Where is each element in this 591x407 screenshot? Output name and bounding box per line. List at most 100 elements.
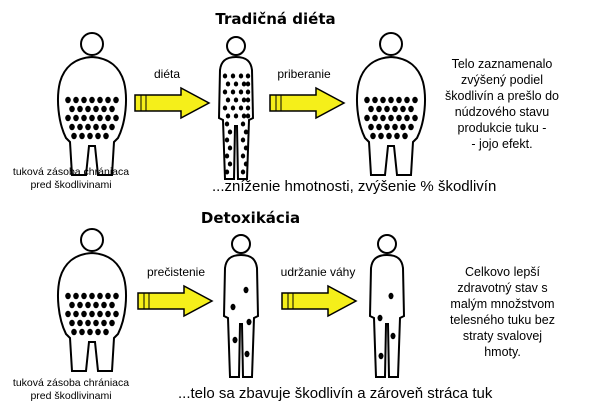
fat-dot [101, 105, 107, 113]
fat-dot [402, 132, 408, 140]
fat-dot [238, 89, 244, 95]
fat-dot [233, 97, 239, 103]
fat-dot [392, 123, 398, 131]
fat-dot [71, 132, 77, 140]
fat-dot [372, 114, 378, 122]
fat-dot [372, 96, 378, 104]
fat-dot [77, 319, 83, 327]
fat-dot [392, 105, 398, 113]
fat-dot [224, 121, 230, 127]
fat-dot [71, 328, 77, 336]
right-arrow-icon [134, 86, 211, 120]
fat-dot [230, 89, 236, 95]
fat-dot [230, 73, 236, 79]
fat-dot [227, 161, 233, 167]
fat-dot [408, 123, 414, 131]
fat-dot [243, 161, 249, 167]
fat-dot [238, 73, 244, 79]
fat-dot [87, 328, 93, 336]
fat-dot [364, 114, 370, 122]
fat-dot [101, 301, 107, 309]
fat-dot [85, 319, 91, 327]
fat-dot [230, 105, 236, 111]
fat-dot [404, 96, 410, 104]
thin-figure-icon [217, 36, 255, 180]
fat-dot [240, 121, 246, 127]
fat-dot [89, 114, 95, 122]
fat-dot [233, 81, 239, 87]
fat-dot [89, 96, 95, 104]
fat-dot [380, 114, 386, 122]
fat-dot [73, 292, 79, 300]
arrow-label-weight-maintenance: udržanie váhy [280, 265, 356, 279]
fat-dot [396, 96, 402, 104]
fat-dot [388, 114, 394, 122]
fat-dot [77, 105, 83, 113]
fat-dot [73, 96, 79, 104]
fat-dot [245, 105, 251, 111]
section2-title: Detoxikácia [200, 209, 301, 227]
fat-dot [368, 123, 374, 131]
arrow-label-cleansing: prečistenie [146, 265, 206, 279]
fat-dot [87, 132, 93, 140]
fat-dot [69, 123, 75, 131]
fat-dot [69, 105, 75, 113]
fat-dot [241, 113, 247, 119]
fat-dot [93, 105, 99, 113]
fat-dot [241, 97, 247, 103]
fat-dot [238, 105, 244, 111]
fat-dot [97, 310, 103, 318]
fat-dot [101, 319, 107, 327]
section1-summary: ...zníženie hmotnosti, zvýšenie % škodli… [212, 178, 497, 195]
fat-dot [243, 129, 249, 135]
fat-dot [73, 310, 79, 318]
fat-dot [81, 114, 87, 122]
fat-dot [225, 113, 231, 119]
fat-dot [109, 123, 115, 131]
fat-dot [89, 292, 95, 300]
fat-dot [384, 123, 390, 131]
fat-dot [97, 114, 103, 122]
fat-dot [65, 310, 71, 318]
fat-dot [69, 301, 75, 309]
fat-dot [400, 123, 406, 131]
fat-dot [245, 73, 251, 79]
right-arrow-icon [269, 86, 346, 120]
fat-dot [113, 292, 119, 300]
fat-dot [77, 301, 83, 309]
fat-dot [225, 81, 231, 87]
fat-dot [396, 114, 402, 122]
fat-dot [79, 132, 85, 140]
fat-dot [225, 97, 231, 103]
fat-dot [113, 96, 119, 104]
fat-dot [245, 89, 251, 95]
section2-note: Celkovo lepší zdravotný stav s malým mno… [450, 265, 555, 359]
fat-dot [370, 132, 376, 140]
fat-dot [105, 292, 111, 300]
section2-summary: ...telo sa zbavuje škodlivín a zároveň s… [178, 385, 493, 402]
thin-figure-icon [368, 234, 406, 378]
fat-dot [233, 113, 239, 119]
fat-dot [243, 145, 249, 151]
fat-dot [65, 96, 71, 104]
fat-dot [240, 153, 246, 159]
fat-dot [105, 114, 111, 122]
fat-dot [378, 132, 384, 140]
right-arrow-icon [281, 284, 358, 318]
fat-dot [222, 89, 228, 95]
right-arrow-icon [137, 284, 214, 318]
fat-dot [400, 105, 406, 113]
arrow-label-diet: diéta [153, 67, 181, 81]
fat-dot [79, 328, 85, 336]
fat-dot [93, 319, 99, 327]
section1-note: Telo zaznamenalo zvýšený podiel škodliví… [445, 57, 559, 151]
fat-dot [109, 319, 115, 327]
fat-dot [103, 132, 109, 140]
fat-dot [380, 96, 386, 104]
fat-dot [245, 97, 251, 103]
fat-dot [65, 114, 71, 122]
fat-dot [113, 114, 119, 122]
fat-dot [97, 292, 103, 300]
fat-dot [412, 114, 418, 122]
fat-dot [404, 114, 410, 122]
